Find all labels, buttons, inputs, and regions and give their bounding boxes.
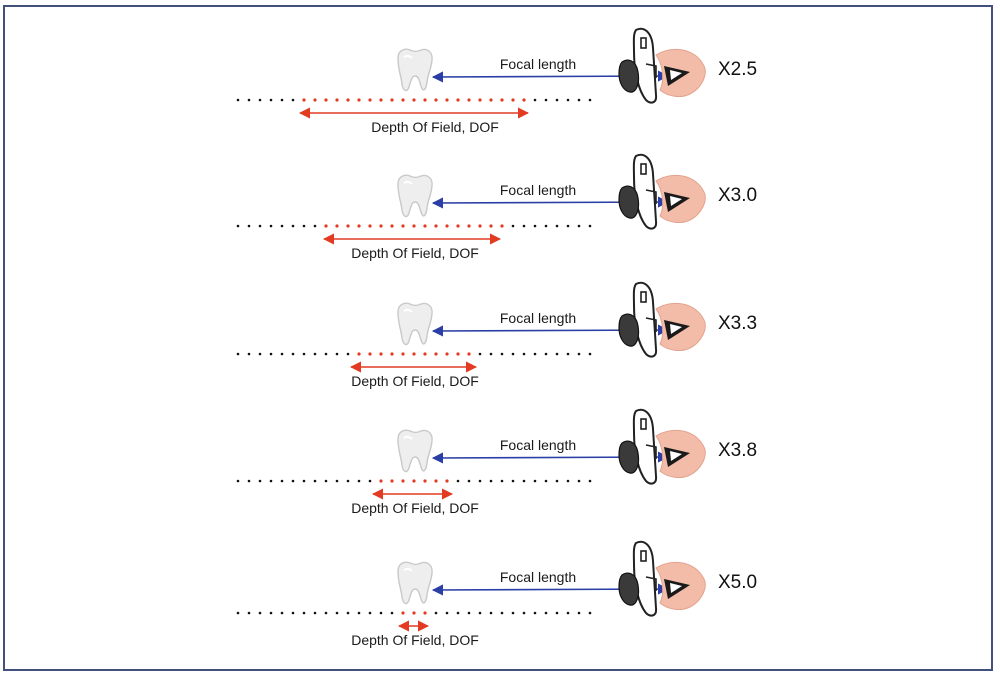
dotted-depth-line xyxy=(236,352,592,356)
tooth-icon xyxy=(397,302,433,346)
loupe-icon xyxy=(618,281,658,358)
dof-label: Depth Of Field, DOF xyxy=(351,500,479,516)
dotted-depth-line xyxy=(236,224,592,228)
tooth-icon xyxy=(397,174,433,218)
tooth-icon xyxy=(397,48,433,92)
dof-label: Depth Of Field, DOF xyxy=(371,119,499,135)
magnification-label: X5.0 xyxy=(718,572,757,593)
loupe-icon xyxy=(618,27,658,104)
eye-icon xyxy=(655,561,706,611)
dotted-depth-line xyxy=(236,479,592,483)
focal-length-label: Focal length xyxy=(500,56,576,72)
eye-icon xyxy=(655,429,706,479)
focal-length-label: Focal length xyxy=(500,569,576,585)
loupe-icon xyxy=(618,408,658,485)
dotted-depth-line xyxy=(236,611,592,615)
magnification-label: X3.8 xyxy=(718,440,757,461)
magnification-label: X2.5 xyxy=(718,59,757,80)
loupe-icon xyxy=(618,153,658,230)
focal-length-label: Focal length xyxy=(500,437,576,453)
loupe-icon xyxy=(618,540,658,617)
eye-icon xyxy=(655,48,706,98)
dof-label: Depth Of Field, DOF xyxy=(351,632,479,648)
focal-length-label: Focal length xyxy=(500,310,576,326)
dof-label: Depth Of Field, DOF xyxy=(351,245,479,261)
tooth-icon xyxy=(397,429,433,473)
dof-label: Depth Of Field, DOF xyxy=(351,373,479,389)
magnification-label: X3.0 xyxy=(718,185,757,206)
tooth-icon xyxy=(397,561,433,605)
dotted-depth-line xyxy=(236,98,592,102)
eye-icon xyxy=(655,174,706,224)
magnification-label: X3.3 xyxy=(718,313,757,334)
eye-icon xyxy=(655,302,706,352)
focal-length-label: Focal length xyxy=(500,182,576,198)
